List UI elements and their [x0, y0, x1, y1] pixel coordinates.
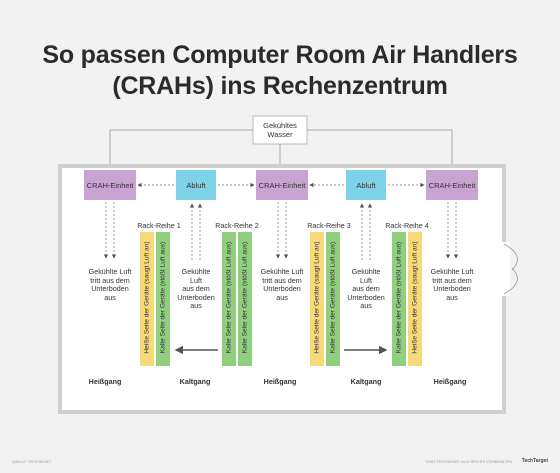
cold-air-line: Luft — [190, 275, 202, 285]
water-pipe-right — [307, 129, 453, 170]
room-outline — [58, 164, 506, 414]
door-swing — [503, 243, 518, 295]
crah-label-2: CRAH-Einheit — [258, 180, 306, 190]
rack-2-cold-text-a: Kalte Seite der Geräte (stößt Luft aus) — [225, 241, 233, 354]
aisle-hot-1: Heißgang — [88, 377, 122, 386]
rack-3-cold-text: Kalte Seite der Geräte (stößt Luft aus) — [329, 241, 337, 354]
cold-air-line: Gekühlte — [351, 267, 381, 276]
rack-1-cold-side — [156, 232, 170, 366]
hot-air-line: Gekühlte Luft — [260, 267, 304, 276]
abluft-1 — [176, 170, 216, 200]
door-gap — [502, 242, 510, 296]
rack-1-hot-side — [140, 232, 154, 366]
rack-4-hot-side — [408, 232, 422, 366]
crah-label-1: CRAH-Einheit — [86, 180, 134, 190]
cold-air-line: Gekühlte — [181, 267, 211, 276]
abluft-2 — [346, 170, 386, 200]
aisle-cold-2: Kaltgang — [350, 377, 382, 386]
hot-air-text-3: Gekühlte Luft tritt aus dem Unterboden a… — [422, 267, 482, 302]
water-text-2: Wasser — [267, 130, 293, 139]
cold-air-line: aus — [360, 301, 372, 311]
hot-air-line: tritt aus dem — [262, 275, 302, 285]
rack-row-1-title: Rack-Reihe 1 — [137, 221, 181, 230]
hot-air-line: Unterboden — [263, 284, 301, 294]
page-title: So passen Computer Room Air Handlers (CR… — [0, 40, 560, 102]
water-pipe-left — [109, 129, 253, 170]
title-line-1: So passen Computer Room Air Handlers — [42, 41, 518, 69]
hot-air-line: aus — [446, 292, 458, 302]
hot-air-text-1: Gekühlte Luft tritt aus dem Unterboden a… — [80, 267, 140, 302]
footer-copyright: ©2022 TECHTARGET. ALLE RECHTE VORBEHALTE… — [425, 460, 512, 464]
rack-1-hot-text: Heiße Seite der Geräte (saugt Luft an) — [143, 241, 151, 354]
aisle-cold-1: Kaltgang — [179, 377, 211, 386]
rack-3-hot-side — [310, 232, 324, 366]
aisle-hot-3: Heißgang — [433, 377, 467, 386]
hot-air-line: tritt aus dem — [432, 275, 472, 285]
hot-air-line: Unterboden — [433, 284, 471, 294]
title-line-2: (CRAHs) ins Rechenzentrum — [112, 72, 448, 100]
rack-4-cold-text: Kalte Seite der Geräte (stößt Luft aus) — [395, 241, 403, 354]
rack-2-cold-text-b: Kalte Seite der Geräte (stößt Luft aus) — [241, 241, 249, 354]
aisle-hot-2: Heißgang — [263, 377, 297, 386]
cold-air-line: aus dem — [352, 284, 380, 294]
cold-air-line: Unterboden — [177, 292, 215, 302]
rack-2-cold-side — [222, 232, 236, 366]
crah-unit-2 — [256, 170, 308, 200]
hot-air-text-2: Gekühlte Luft tritt aus dem Unterboden a… — [252, 267, 312, 302]
hot-air-line: aus — [276, 292, 288, 302]
cold-air-line: aus — [190, 301, 202, 311]
rack-row-3-title: Rack-Reihe 3 — [307, 221, 351, 230]
cold-air-text-2: Gekühlte Luft aus dem Unterboden aus — [342, 267, 390, 311]
rack-1-cold-text: Kalte Seite der Geräte (stößt Luft aus) — [159, 241, 167, 354]
water-text-1: Gekühltes — [263, 121, 297, 130]
hot-air-line: Unterboden — [91, 284, 129, 294]
rack-4-cold-side — [392, 232, 406, 366]
rack-row-2-title: Rack-Reihe 2 — [215, 221, 259, 230]
cold-air-text-1: Gekühlte Luft aus dem Unterboden aus — [172, 267, 220, 311]
crah-label-3: CRAH-Einheit — [428, 180, 476, 190]
abluft-label-2: Abluft — [356, 180, 376, 190]
crah-unit-3 — [426, 170, 478, 200]
hot-air-line: tritt aus dem — [90, 275, 130, 285]
cold-air-line: Unterboden — [347, 292, 385, 302]
rack-2-cold-side-b — [238, 232, 252, 366]
techtarget-logo: TechTarget — [521, 458, 548, 464]
rack-4-hot-text: Heiße Seite der Geräte (saugt Luft an) — [411, 241, 419, 354]
footer-source: QUELLE: TECHTARGET — [12, 460, 52, 464]
cold-air-line: aus dem — [182, 284, 210, 294]
hot-air-line: Gekühlte Luft — [430, 267, 474, 276]
abluft-label-1: Abluft — [186, 180, 206, 190]
hot-air-line: Gekühlte Luft — [88, 267, 132, 276]
hot-air-line: aus — [104, 292, 116, 302]
rack-row-4-title: Rack-Reihe 4 — [385, 221, 429, 230]
rack-3-hot-text: Heiße Seite der Geräte (saugt Luft an) — [313, 241, 321, 354]
chilled-water-label: Gekühltes Wasser — [253, 116, 307, 144]
rack-3-cold-side — [326, 232, 340, 366]
crah-unit-1 — [84, 170, 136, 200]
cold-air-line: Luft — [360, 275, 372, 285]
